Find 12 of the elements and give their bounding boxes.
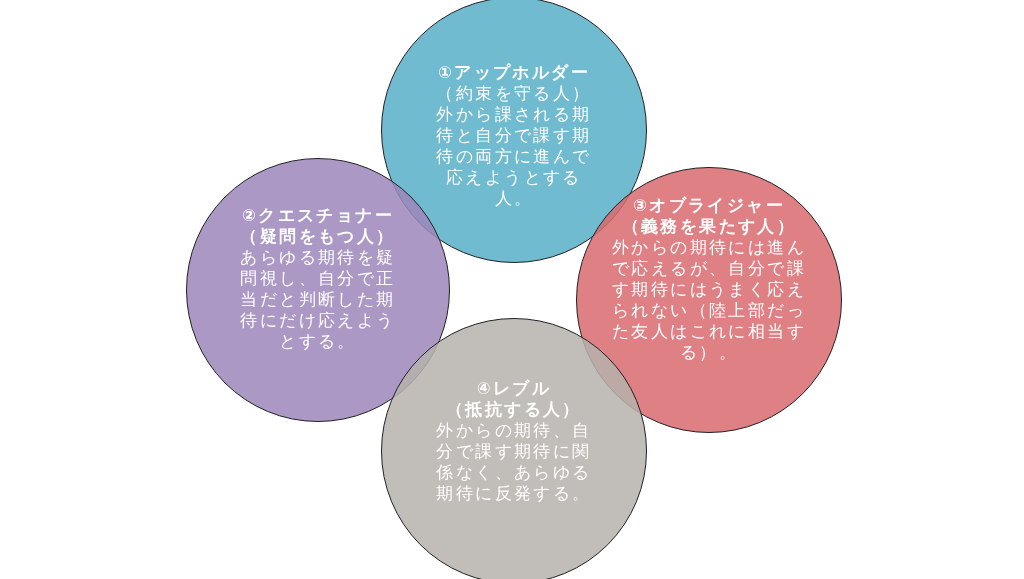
- type-subtitle: （抵抗する人）: [446, 399, 582, 420]
- type-name: ④レブル: [476, 378, 552, 399]
- type-description: 外からの期待には進んで応えるが、自分で課す期待にはうまく応えられない（陸上部だった友人はこれに相当する）。: [611, 237, 807, 363]
- type-description: 外からの期待、自分で課す期待に関係なく、あらゆる期待に反発する。: [435, 420, 593, 504]
- type-description: あらゆる期待を疑問視し、自分で正当だと判断した期待にだけ応えようとする。: [239, 247, 397, 352]
- type-name: ②クエスチョナー: [241, 205, 395, 226]
- type-name: ③オブライジャー: [632, 195, 786, 216]
- type-subtitle: （約束を守る人）: [436, 83, 592, 104]
- type-subtitle: （疑問をもつ人）: [240, 226, 396, 247]
- type-subtitle: （義務を果たす人）: [621, 216, 797, 237]
- type-name: ①アップホルダー: [437, 62, 591, 83]
- type-description: 外から課される期待と自分で課す期待の両方に進んで応えようとする人。: [435, 104, 593, 209]
